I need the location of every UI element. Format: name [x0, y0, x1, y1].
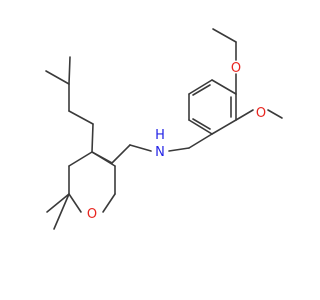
bond — [91, 123, 94, 153]
bond — [111, 144, 131, 164]
bond — [68, 193, 82, 213]
bond — [168, 147, 190, 152]
bond — [235, 109, 254, 121]
atom-label-nitrogen-hydrogen: H — [155, 128, 165, 143]
bond — [192, 84, 211, 96]
atom-label-oxygen-methoxy-side: O — [256, 106, 266, 121]
bond — [68, 110, 94, 125]
bond — [46, 193, 70, 213]
bond-layer — [45, 28, 283, 230]
bond — [188, 79, 213, 95]
structure-diagram: O O H N O — [45, 28, 283, 230]
bond — [102, 193, 116, 213]
atom-label-nitrogen: N — [155, 145, 165, 160]
bond — [211, 119, 237, 135]
bond — [192, 118, 211, 130]
bond — [188, 133, 213, 149]
bond — [188, 119, 213, 135]
bond — [45, 70, 70, 85]
bond — [53, 193, 70, 230]
bond — [211, 79, 237, 95]
atom-label-layer: O O H N O — [87, 61, 266, 222]
bond — [129, 144, 152, 152]
bond — [68, 56, 71, 85]
bond — [212, 28, 237, 43]
bond — [267, 109, 283, 119]
atom-label-oxygen-ring: O — [87, 207, 97, 222]
bond — [91, 151, 116, 167]
bond — [68, 151, 93, 167]
atom-label-oxygen-methoxy-top: O — [231, 61, 241, 76]
